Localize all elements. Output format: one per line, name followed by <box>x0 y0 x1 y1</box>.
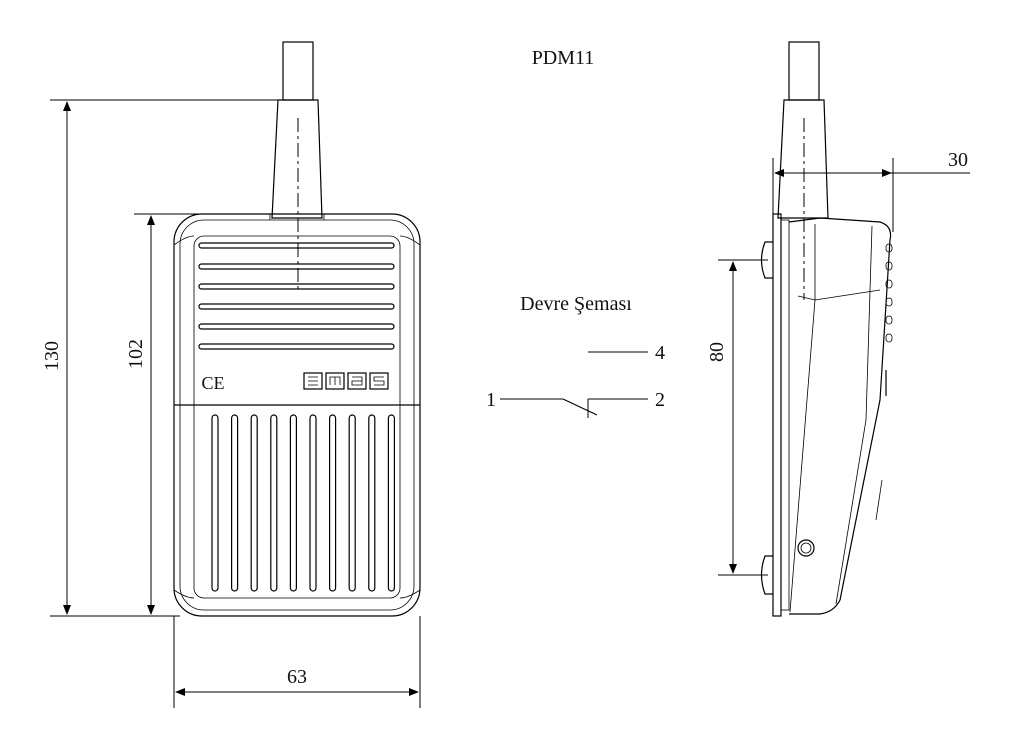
vertical-rib <box>270 414 278 592</box>
bottom-ribs <box>211 414 395 592</box>
brand-logo: emas <box>303 369 389 390</box>
vertical-rib <box>348 414 356 592</box>
circuit-diagram: Devre Şeması 4 1 2 <box>486 293 665 418</box>
dim-mounting-spacing: 80 <box>706 342 728 362</box>
vertical-rib <box>250 414 258 592</box>
side-view <box>760 41 893 617</box>
dim-total-height: 130 <box>41 341 63 371</box>
vertical-rib <box>387 414 395 592</box>
side-grips <box>885 243 893 343</box>
vertical-rib <box>289 414 297 592</box>
brand-text: emas <box>346 369 349 371</box>
drawing-title: PDM11 <box>532 47 595 69</box>
ce-mark: CE <box>201 373 224 393</box>
terminal-2-label: 2 <box>655 389 665 411</box>
front-dimensions: 130 102 63 <box>41 99 421 708</box>
dim-width: 63 <box>287 666 307 688</box>
terminal-4-label: 4 <box>655 342 665 364</box>
vertical-rib <box>309 414 317 592</box>
vertical-rib <box>329 414 337 592</box>
dim-body-height: 102 <box>125 339 147 369</box>
front-view: CE emas <box>173 41 421 617</box>
pedal-body <box>173 213 421 617</box>
vertical-rib <box>211 414 219 592</box>
side-dimensions: 30 80 <box>706 149 970 576</box>
switch-lever <box>562 398 598 416</box>
circuit-heading: Devre Şeması <box>520 293 632 315</box>
top-ribs <box>198 242 395 350</box>
cable <box>271 41 323 290</box>
screw-icon <box>797 539 815 557</box>
terminal-1-label: 1 <box>486 389 496 411</box>
vertical-rib <box>368 414 376 592</box>
dim-side-depth: 30 <box>948 149 968 171</box>
vertical-rib <box>231 414 239 592</box>
